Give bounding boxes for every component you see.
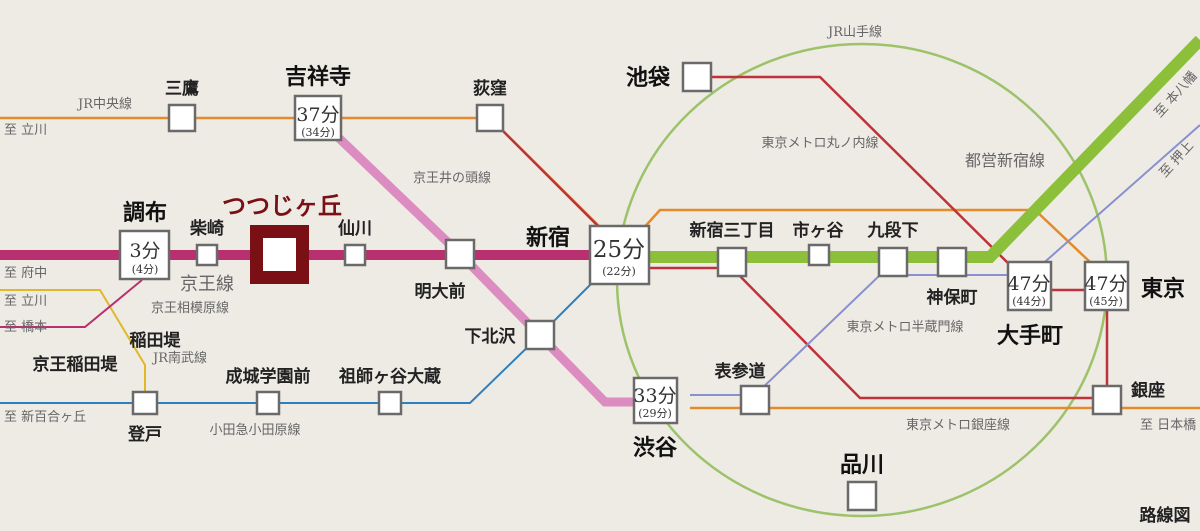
label-sagamihara: 京王相模原線 [151, 300, 229, 316]
station-label-mitaka: 三鷹 [165, 78, 199, 99]
station-kichijoji[interactable]: 37分 (34分) [293, 94, 343, 142]
time-main: 33分 [633, 385, 676, 407]
label-keio: 京王線 [180, 274, 234, 295]
station-shinjuku[interactable]: 25分 (22分) [588, 224, 651, 286]
station-shimokitazawa[interactable] [524, 319, 556, 351]
station-ginza[interactable] [1091, 384, 1123, 416]
line-marunouchi [489, 75, 1109, 400]
time-sub: (45分) [1089, 295, 1123, 308]
station-label-kudanshita: 九段下 [867, 220, 919, 241]
station-ogikubo[interactable] [475, 103, 505, 133]
station-meidaimae[interactable] [444, 238, 476, 270]
station-label-ikebukuro: 池袋 [626, 65, 671, 91]
label-hanzomon: 東京メトロ半蔵門線 [846, 319, 963, 335]
station-label-shinjuku: 新宿 [526, 225, 570, 251]
station-label-chofu: 調布 [123, 200, 167, 226]
station-jimbocho[interactable] [936, 246, 968, 278]
station-otemachi[interactable]: 47分 (44分) [1006, 260, 1053, 312]
label-nambu: JR南武線 [151, 350, 207, 366]
station-label-otemachi: 大手町 [997, 323, 1063, 349]
station-kudanshita[interactable] [877, 246, 909, 278]
direction-tachikawa: 至 立川 [4, 123, 47, 138]
label-inokashira: 京王井の頭線 [413, 170, 491, 186]
time-sub: (22分) [602, 265, 636, 278]
station-label-shibuya: 渋谷 [633, 435, 678, 461]
label-marunouchi: 東京メトロ丸ノ内線 [761, 135, 878, 151]
station-label-ginza: 銀座 [1131, 380, 1165, 401]
line-keio-sagamihara [0, 279, 143, 328]
map-title: 路線図 [1140, 505, 1191, 526]
station-label-shibasaki: 柴崎 [189, 218, 224, 239]
station-sengawa[interactable] [343, 243, 367, 267]
direction-fuchu: 至 府中 [4, 266, 47, 281]
station-tsutsujigaoka-inner [263, 238, 296, 271]
station-label-meidaimae: 明大前 [415, 281, 466, 302]
station-label-tsutsujigaoka: つつじヶ丘 [222, 191, 342, 220]
station-omotesando[interactable] [739, 384, 771, 416]
time-main: 37分 [296, 104, 339, 126]
station-label-inadazutsumi: 稲田堤 [130, 331, 182, 351]
station-chofu[interactable]: 3分 (4分) [118, 229, 171, 281]
station-label-keio-inadazutsumi: 京王稲田堤 [33, 354, 119, 375]
station-label-jimbocho: 神保町 [927, 287, 978, 308]
station-shibuya[interactable]: 33分 (29分) [632, 376, 679, 425]
station-label-seijogakuenmae: 成城学園前 [226, 366, 311, 387]
label-chuo: JR中央線 [76, 96, 132, 112]
station-label-noborito: 登戸 [127, 424, 162, 445]
time-main: 25分 [593, 237, 645, 263]
station-label-ogikubo: 荻窪 [473, 78, 507, 99]
station-noborito[interactable] [131, 390, 159, 416]
time-main: 47分 [1007, 273, 1050, 295]
station-label-soshigayaokura: 祖師ヶ谷大蔵 [338, 366, 441, 387]
time-main: 3分 [129, 240, 160, 262]
direction-shinyurigaoka: 至 新百合ヶ丘 [4, 409, 86, 425]
label-yamanote: JR山手線 [826, 24, 882, 40]
direction-nihonbashi: 至 日本橋 [1140, 418, 1196, 433]
station-label-shimokitazawa: 下北沢 [465, 326, 517, 347]
station-label-omotesando: 表参道 [715, 361, 766, 382]
time-sub: (34分) [301, 126, 335, 139]
station-label-sengawa: 仙川 [338, 218, 372, 239]
label-toei-shinjuku: 都営新宿線 [965, 151, 1045, 170]
station-shibasaki[interactable] [195, 243, 219, 267]
station-seijogakuenmae[interactable] [255, 390, 281, 416]
station-ichigaya[interactable] [807, 243, 831, 267]
line-nambu [0, 289, 146, 400]
station-soshigayaokura[interactable] [377, 390, 403, 416]
time-sub: (29分) [638, 407, 672, 420]
label-ginza: 東京メトロ銀座線 [906, 417, 1010, 433]
station-label-ichigaya: 市ヶ谷 [793, 220, 845, 241]
station-label-shinjuku-sanchome: 新宿三丁目 [690, 220, 775, 241]
station-label-kichijoji: 吉祥寺 [285, 64, 351, 90]
time-sub: (4分) [132, 263, 159, 276]
time-sub: (44分) [1012, 295, 1046, 308]
label-odakyu: 小田急小田原線 [209, 422, 300, 438]
time-main: 47分 [1084, 273, 1127, 295]
station-tokyo[interactable]: 47分 (45分) [1083, 260, 1130, 312]
station-label-shinagawa: 品川 [840, 452, 884, 478]
station-shinagawa[interactable] [846, 480, 878, 512]
station-ikebukuro[interactable] [681, 61, 713, 93]
station-label-tokyo: 東京 [1141, 276, 1185, 302]
direction-hashimoto: 至 橋本 [4, 320, 47, 335]
direction-tachikawa-nambu: 至 立川 [4, 294, 47, 309]
line-odakyu [0, 274, 601, 404]
station-shinjuku-sanchome[interactable] [716, 246, 748, 278]
line-toei-shinjuku [640, 35, 1200, 263]
station-mitaka[interactable] [167, 103, 197, 133]
